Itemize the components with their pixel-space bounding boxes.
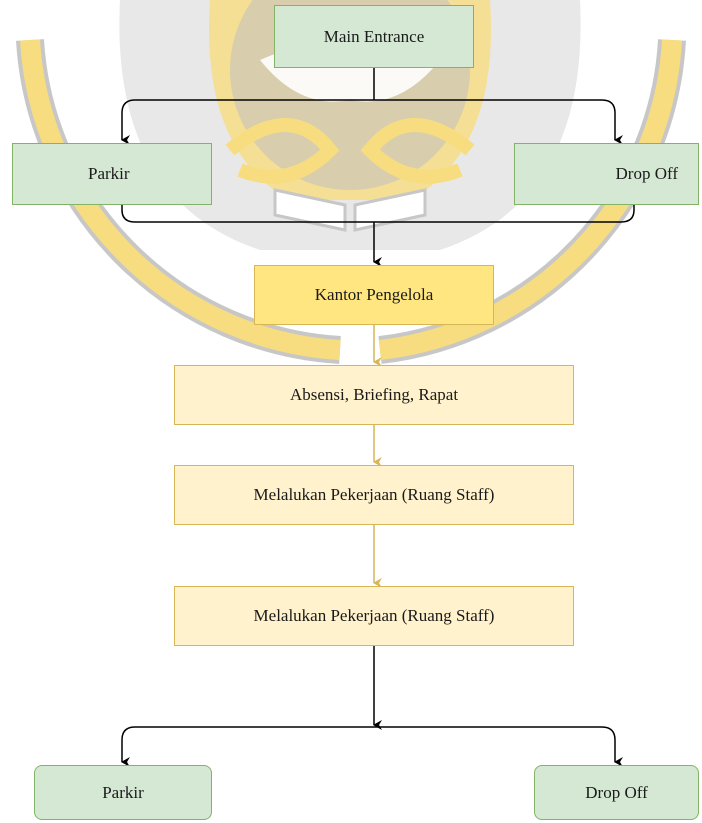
edge-split-to-parkir-top (121, 99, 374, 145)
edge-split-to-dropoff-top (374, 99, 623, 145)
node-parkir-bottom-label: Parkir (102, 782, 144, 802)
node-pekerjaan-1: Melalukan Pekerjaan (Ruang Staff) (174, 465, 574, 525)
node-dropoff-bottom: Drop Off (534, 765, 699, 820)
node-absensi-label: Absensi, Briefing, Rapat (289, 385, 459, 404)
node-parkir-top-label: Parkir (88, 164, 130, 183)
edge-split-to-parkir-bottom (121, 726, 374, 767)
node-pekerjaan-2-label: Melalukan Pekerjaan (Ruang Staff) (253, 606, 495, 625)
edge-dropoff-to-merge (374, 205, 635, 223)
node-pekerjaan-2: Melalukan Pekerjaan (Ruang Staff) (174, 586, 574, 646)
node-main-entrance: Main Entrance (274, 5, 474, 68)
edge-parkir-to-merge (121, 205, 374, 223)
node-kantor-pengelola: Kantor Pengelola (254, 265, 494, 325)
node-absensi: Absensi, Briefing, Rapat (174, 365, 574, 425)
edge-split-to-dropoff-bottom (374, 726, 623, 767)
node-pekerjaan-1-label: Melalukan Pekerjaan (Ruang Staff) (253, 485, 495, 504)
node-dropoff-top-label: Drop Off (615, 164, 678, 183)
node-main-entrance-label: Main Entrance (323, 26, 425, 46)
node-parkir-bottom: Parkir (34, 765, 212, 820)
node-dropoff-bottom-label: Drop Off (585, 782, 648, 802)
node-kantor-pengelola-label: Kantor Pengelola (314, 285, 434, 304)
node-dropoff-top: Drop Off (514, 143, 699, 205)
node-parkir-top: Parkir (12, 143, 212, 205)
